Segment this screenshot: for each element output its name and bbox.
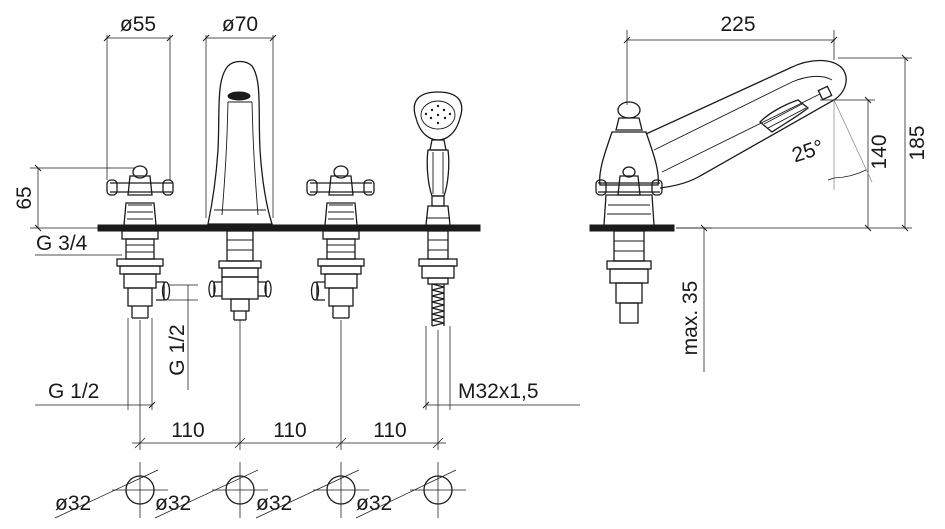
deck-plate	[97, 224, 481, 232]
dim-label-g12: G 1/2	[48, 380, 99, 403]
dim-label-d55: ø55	[120, 13, 156, 36]
dim-label-h65: 65	[13, 186, 36, 209]
dim-label-140: 140	[868, 134, 891, 169]
dim-label-hole-1: ø32	[55, 492, 91, 515]
side-deck-plate	[589, 224, 675, 232]
side-dimensions	[623, 30, 912, 372]
dim-label-spacing-3: 110	[373, 419, 406, 442]
dim-label-spacing-2: 110	[273, 419, 306, 442]
dim-label-225: 225	[720, 13, 755, 36]
centre-spout	[207, 60, 273, 321]
left-valve	[106, 165, 174, 319]
dim-label-spacing-1: 110	[171, 419, 204, 442]
dim-label-185: 185	[906, 125, 929, 160]
dim-label-d70: ø70	[222, 13, 258, 36]
dim-label-g34: G 3/4	[36, 232, 88, 255]
mounting-holes	[54, 462, 466, 519]
side-valve-body	[595, 101, 663, 324]
dim-label-hole-2: ø32	[155, 492, 191, 515]
dim-label-g12-vertical: G 1/2	[166, 324, 189, 375]
hand-shower	[413, 91, 463, 327]
dim-label-hole-4: ø32	[356, 492, 392, 515]
dim-label-max-35: max. 35	[679, 281, 702, 356]
right-valve	[306, 165, 375, 319]
shower-spray-holes	[424, 104, 452, 125]
dim-label-m32: M32x1,5	[458, 380, 539, 403]
side-hand-shower	[645, 59, 847, 189]
dim-label-hole-3: ø32	[256, 492, 292, 515]
front-dimensions	[30, 34, 580, 519]
dim-label-angle-25: 25°	[789, 136, 826, 168]
